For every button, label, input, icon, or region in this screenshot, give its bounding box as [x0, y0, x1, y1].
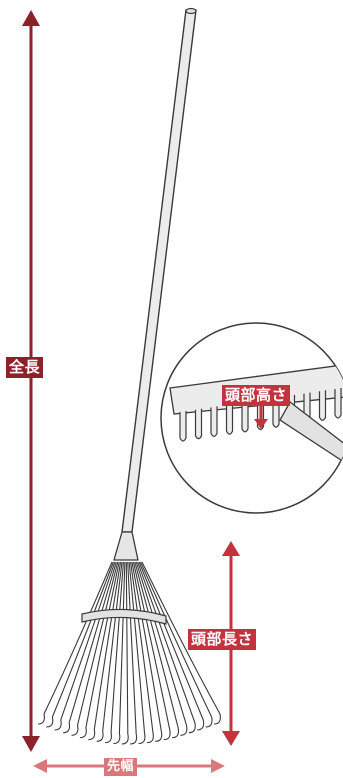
- detail-tooth: [179, 411, 187, 442]
- rake-tine: [141, 561, 221, 725]
- detail-tooth: [241, 401, 249, 433]
- rake-tine: [127, 561, 138, 745]
- rake-tine: [138, 561, 205, 731]
- rake-tine: [63, 561, 117, 734]
- rake-tine: [54, 561, 116, 731]
- tip-width-label: 先幅: [104, 758, 138, 776]
- rake-tine: [79, 561, 120, 739]
- rake-tine: [134, 561, 180, 739]
- rake-tine: [140, 561, 213, 728]
- head-length-label: 頭部長さ: [188, 629, 257, 650]
- rake-tine: [121, 561, 129, 745]
- rake-tine: [71, 561, 119, 736]
- rake-tine: [113, 561, 126, 745]
- total-length-label: 全長: [6, 357, 44, 378]
- detail-tooth: [225, 404, 234, 435]
- detail-magnifier: [160, 322, 343, 514]
- rake-tine: [105, 561, 124, 744]
- rake-tine: [88, 561, 122, 741]
- head-height-label: 頭部高さ: [222, 385, 291, 406]
- rake-tine: [96, 561, 123, 742]
- detail-tooth: [318, 390, 327, 421]
- detail-tooth: [210, 406, 218, 437]
- rake-handle: [113, 7, 197, 561]
- rake-head: [37, 561, 221, 745]
- detail-tooth: [194, 408, 203, 440]
- rake-tine: [137, 561, 196, 734]
- rake-tine: [37, 561, 113, 725]
- detail-tooth: [334, 388, 342, 419]
- rake-tine: [135, 561, 188, 736]
- rake-tine: [128, 561, 146, 745]
- rake-tine: [130, 561, 154, 744]
- rake-brace: [81, 608, 167, 625]
- rake-tine: [46, 561, 114, 728]
- total-length-arrow: [22, 10, 40, 752]
- rake-tine: [132, 561, 171, 741]
- rake-tine: [131, 561, 163, 742]
